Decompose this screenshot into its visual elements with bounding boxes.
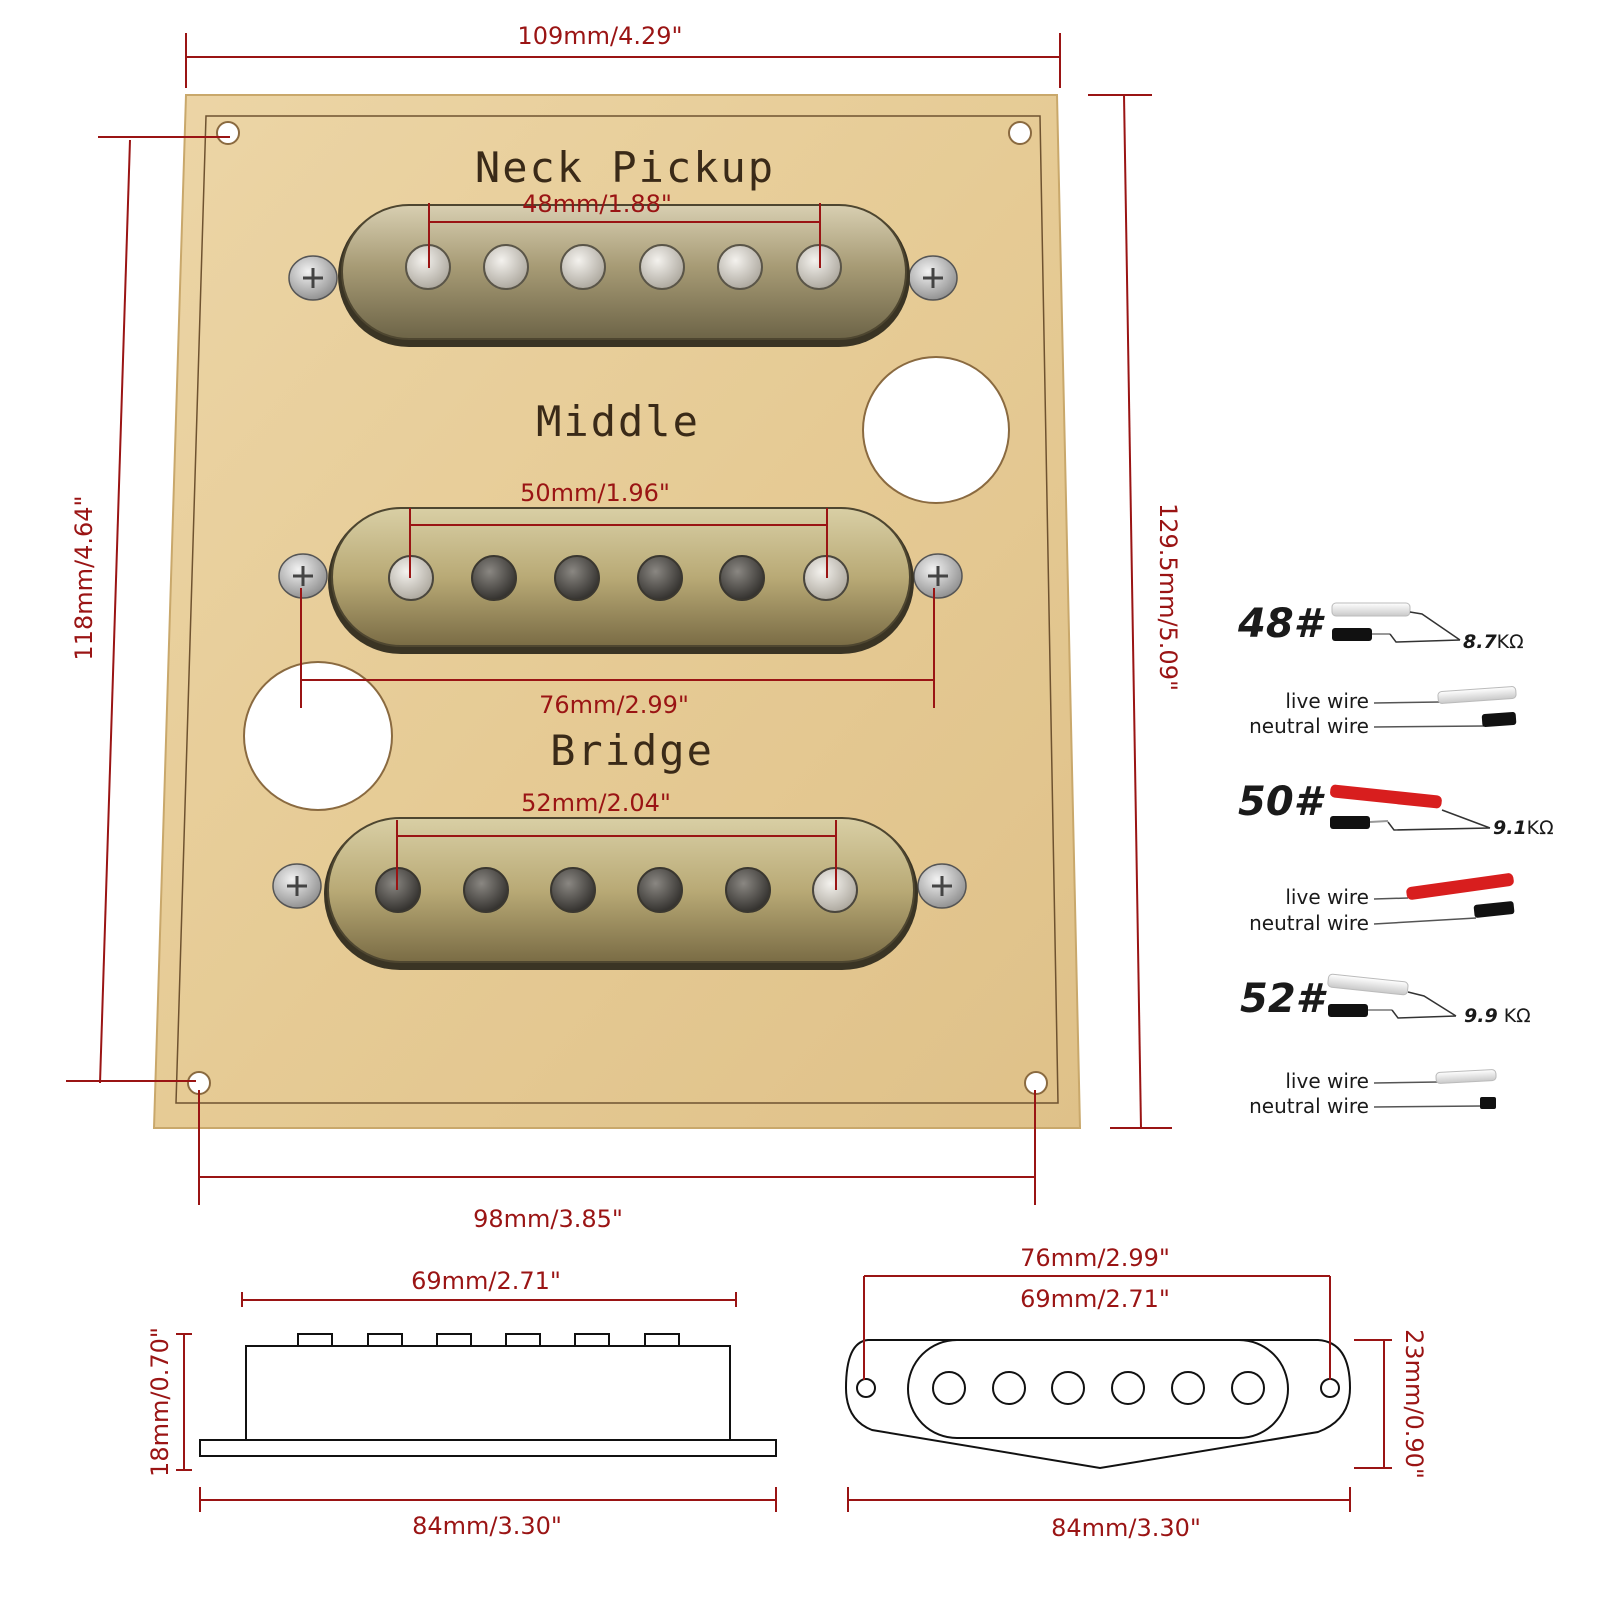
pickup-side-view: 69mm/2.71" 84mm/3.30" 18mm/0.70" — [146, 1267, 777, 1540]
top-cover-width-label: 69mm/2.71" — [1020, 1285, 1170, 1313]
pickup-top-view: 76mm/2.99" 69mm/2.71" 84mm/3.30" 23mm/0.… — [844, 1244, 1428, 1542]
side-top-width-label: 69mm/2.71" — [411, 1267, 561, 1295]
board-height-label: 129.5mm/5.09" — [1154, 503, 1182, 691]
middle-pickup-label: Middle — [536, 397, 700, 446]
middle-pickup — [278, 507, 963, 654]
legend-number-48: 48# — [1237, 601, 1326, 647]
bridge-pole-spacing-label: 52mm/2.04" — [521, 789, 671, 817]
legend-neutral-wire-48: neutral wire — [1249, 714, 1369, 738]
board-width-label: 109mm/4.29" — [517, 22, 682, 50]
cutout-hole-lower — [243, 661, 393, 811]
mount-hole-top-left — [216, 121, 240, 145]
top-base-width-label: 84mm/3.30" — [1051, 1514, 1201, 1542]
legend-live-wire-52: live wire — [1285, 1069, 1369, 1093]
mount-hole-top-right — [1008, 121, 1032, 145]
legend-number-52: 52# — [1240, 976, 1328, 1022]
legend-resistance-48: 8.7KΩ — [1463, 631, 1524, 653]
neck-pickup — [288, 204, 958, 347]
legend-neutral-wire-52: neutral wire — [1249, 1094, 1369, 1118]
top-mount-width-label: 76mm/2.99" — [1020, 1244, 1170, 1272]
neck-pickup-label: Neck Pickup — [475, 143, 775, 192]
neck-pole-spacing-label: 48mm/1.88" — [522, 190, 672, 218]
top-depth-label: 23mm/0.90" — [1400, 1329, 1428, 1479]
legend-live-wire-48: live wire — [1285, 689, 1369, 713]
side-height-label: 18mm/0.70" — [146, 1327, 174, 1477]
hole-height-label: 118mm/4.64" — [70, 495, 98, 660]
hole-width-label: 98mm/3.85" — [473, 1205, 623, 1233]
bridge-pickup — [272, 817, 967, 970]
board-dimension-lines — [66, 33, 1172, 1205]
middle-screw-spacing-label: 76mm/2.99" — [539, 691, 689, 719]
legend-number-50: 50# — [1238, 779, 1326, 825]
wire-legend: 48# 8.7KΩ live wire neutral wire 50# 9.1… — [1237, 601, 1554, 1118]
cutout-hole-upper — [862, 356, 1010, 504]
neck-pole-pieces — [405, 244, 842, 290]
bridge-pickup-label: Bridge — [550, 726, 714, 775]
side-base-width-label: 84mm/3.30" — [412, 1512, 562, 1540]
legend-neutral-wire-50: neutral wire — [1249, 911, 1369, 935]
bridge-pole-pieces — [375, 867, 858, 913]
legend-resistance-50: 9.1KΩ — [1493, 817, 1554, 839]
legend-resistance-52: 9.9 KΩ — [1464, 1005, 1531, 1027]
middle-pole-spacing-label: 50mm/1.96" — [520, 479, 670, 507]
legend-live-wire-50: live wire — [1285, 885, 1369, 909]
